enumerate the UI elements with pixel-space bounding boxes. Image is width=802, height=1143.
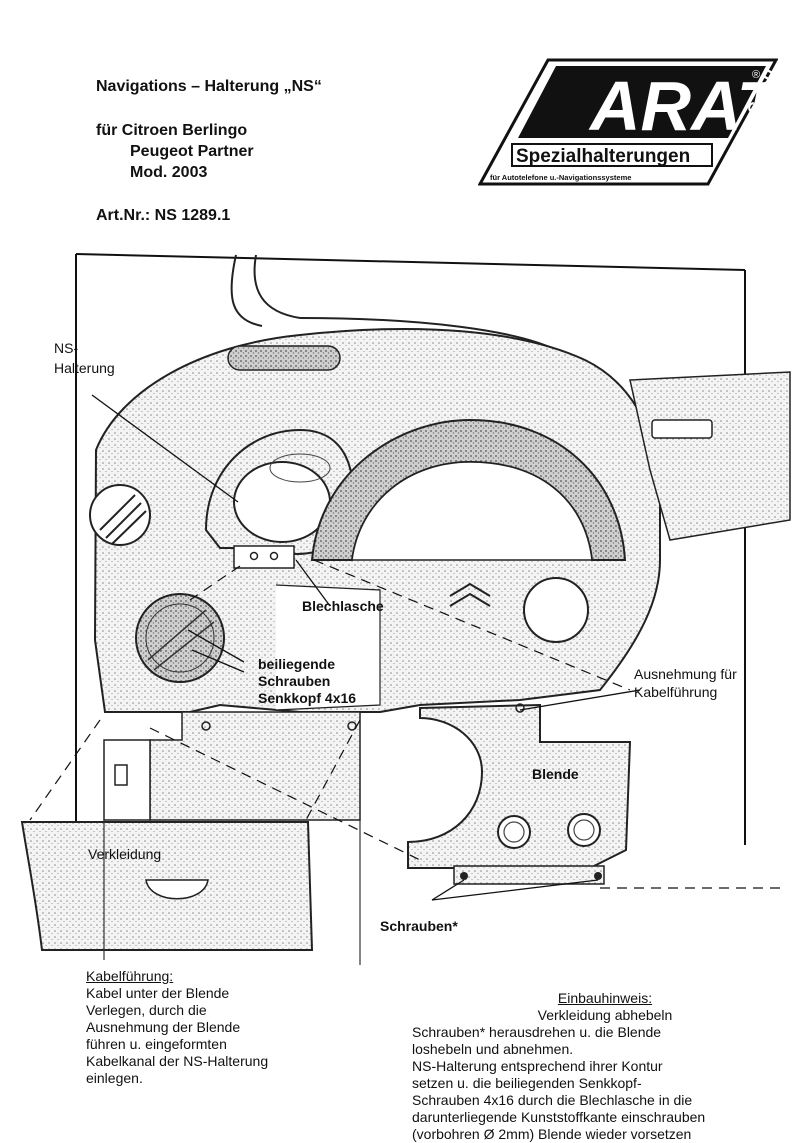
arat-logo: ARAT GmbH ® Spezialhalterungen für Autot… xyxy=(478,58,778,186)
vehicle-model-2: Mod. 2003 xyxy=(130,164,208,181)
label-ns-mount-1: NS- xyxy=(54,340,79,356)
blende-switches xyxy=(497,813,601,849)
cable-routing-line: Verlegen, durch die xyxy=(86,1002,207,1018)
logo-tagline: Spezialhalterungen xyxy=(516,146,690,167)
label-verkleidung: Verkleidung xyxy=(88,846,162,862)
label-blende: Blende xyxy=(532,766,579,782)
installation-line: Schrauben 4x16 durch die Blechlasche in … xyxy=(412,1092,693,1108)
label-screws-2: Schrauben xyxy=(258,673,331,689)
installation-line: (vorbohren Ø 2mm) Blende wieder vorsetze… xyxy=(412,1126,692,1142)
cable-routing-title: Kabelführung: xyxy=(86,968,174,984)
cable-routing-line: führen u. eingeformten xyxy=(86,1036,227,1052)
label-cable-notch-1: Ausnehmung für xyxy=(634,666,737,682)
logo-subtagline: für Autotelefone u.-Navigationssysteme xyxy=(490,173,631,182)
logo-brand-text: ARAT xyxy=(588,67,778,145)
label-ns-mount-2: Halterung xyxy=(54,360,115,376)
installation-line: Schrauben* herausdrehen u. die Blende xyxy=(412,1024,662,1040)
citroen-chevrons xyxy=(449,582,491,607)
label-screws-3: Senkkopf 4x16 xyxy=(258,690,357,706)
defroster-vent xyxy=(227,345,341,371)
installation-line: NS-Halterung entsprechend ihrer Kontur xyxy=(412,1058,663,1074)
logo-registered-mark: ® xyxy=(752,69,760,81)
cable-routing-line: Kabel unter der Blende xyxy=(86,985,230,1001)
vehicle-line: für Citroen Berlingo xyxy=(96,122,248,139)
drawing-frame xyxy=(75,253,746,905)
installation-title: Einbauhinweis: xyxy=(557,990,653,1006)
installation-line: Verkleidung abhebeln xyxy=(537,1007,673,1023)
cable-routing-notes: Kabelführung: Kabel unter der Blende Ver… xyxy=(86,968,268,1087)
lower-console xyxy=(103,711,361,821)
vehicle-model-1: Peugeot Partner xyxy=(130,143,254,160)
label-metal-tab: Blechlasche xyxy=(302,598,384,614)
leader-lines xyxy=(91,394,641,901)
dashboard-right-section xyxy=(629,371,791,541)
cable-routing-line: Kabelkanal der NS-Halterung xyxy=(86,1053,269,1069)
left-side-vent xyxy=(89,484,151,546)
blende-screw-left xyxy=(460,872,468,880)
label-screws-star: Schrauben* xyxy=(380,918,458,934)
assembly-dashed-lines xyxy=(29,559,780,889)
verkleidung-recess xyxy=(145,879,209,900)
ns-mount-pod xyxy=(204,428,354,555)
label-screws-1: beiliegende xyxy=(258,656,336,672)
cable-routing-line: Ausnehmung der Blende xyxy=(86,1019,241,1035)
article-number: Art.Nr.: NS 1289.1 xyxy=(96,207,231,224)
installation-line: darunterliegende Kunststoffkante einschr… xyxy=(412,1109,706,1125)
cable-notch-marker xyxy=(515,703,525,713)
label-cable-notch-2: Kabelführung xyxy=(634,684,718,700)
left-round-vent xyxy=(135,593,225,683)
blende-screw-right xyxy=(594,872,602,880)
blende-bottom-flange xyxy=(453,865,605,885)
floor-structure xyxy=(103,820,361,965)
cable-routing-line: einlegen. xyxy=(86,1070,143,1086)
steering-hub xyxy=(523,577,589,643)
right-switch xyxy=(651,419,713,439)
callout-box xyxy=(275,584,381,711)
installation-line: loshebeln und abnehmen. xyxy=(412,1041,574,1057)
instrument-cluster-window xyxy=(351,461,593,561)
page-title: Navigations – Halterung „NS“ xyxy=(96,78,322,95)
installation-line: setzen u. die beiliegenden Senkkopf- xyxy=(412,1075,642,1091)
metal-tab xyxy=(233,545,295,569)
installation-notes: Einbauhinweis: Verkleidung abhebeln Schr… xyxy=(412,990,798,1143)
